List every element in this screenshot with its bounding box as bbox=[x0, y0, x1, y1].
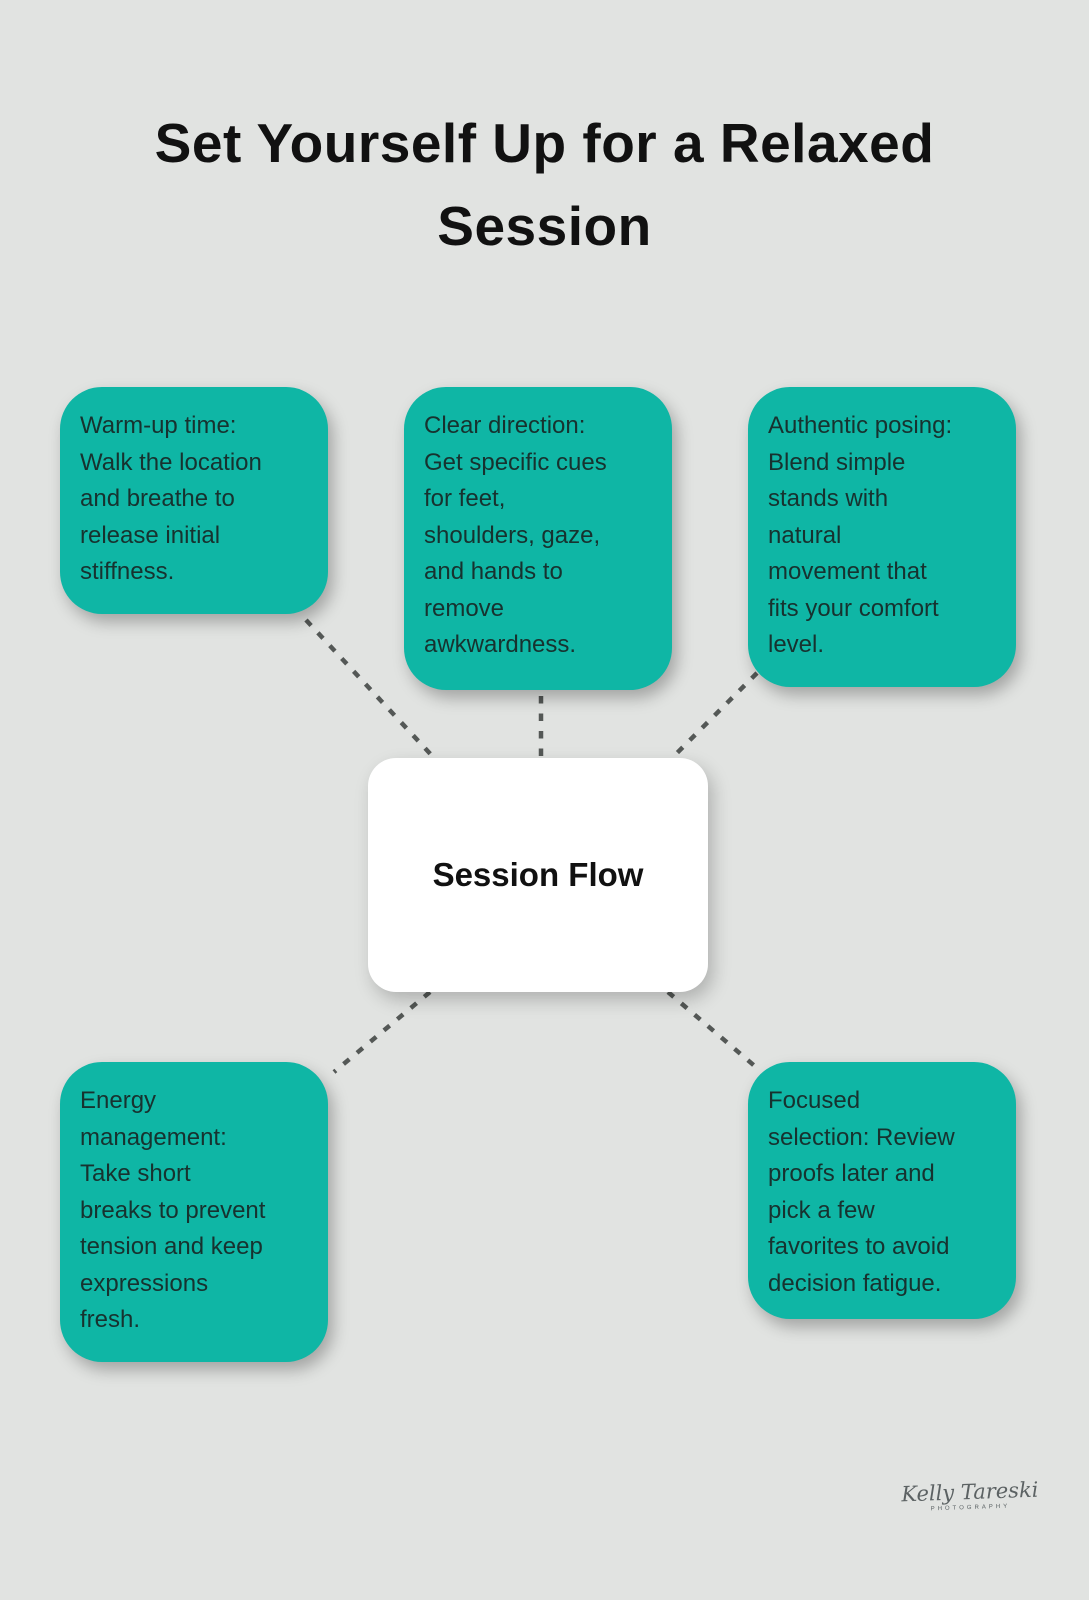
connector-center-to-selection bbox=[666, 990, 759, 1070]
center-node-label: Session Flow bbox=[432, 856, 644, 893]
connector-posing-to-center bbox=[668, 671, 759, 762]
connector-warmup-to-center bbox=[304, 618, 438, 762]
node-authentic-posing-text: Authentic posing: Blend simple stands wi… bbox=[768, 412, 953, 658]
node-clear-direction-text: Clear direction: Get specific cues for f… bbox=[424, 412, 607, 658]
page-title: Set Yourself Up for a Relaxed Session bbox=[154, 112, 935, 257]
photographer-signature: Kelly Tareski PHOTOGRAPHY bbox=[880, 1477, 1061, 1514]
node-warm-up-time-text: Warm-up time: Walk the location and brea… bbox=[80, 412, 262, 585]
node-warm-up-time: Warm-up time: Walk the location and brea… bbox=[60, 387, 328, 614]
node-focused-selection: Focused selection: Review proofs later a… bbox=[748, 1062, 1016, 1319]
center-node-session-flow: Session Flow bbox=[368, 758, 708, 992]
node-energy-management-text: Energy management: Take short breaks to … bbox=[80, 1087, 266, 1333]
node-authentic-posing: Authentic posing: Blend simple stands wi… bbox=[748, 387, 1016, 687]
connector-center-to-energy bbox=[332, 990, 432, 1074]
node-energy-management: Energy management: Take short breaks to … bbox=[60, 1062, 328, 1362]
node-focused-selection-text: Focused selection: Review proofs later a… bbox=[768, 1087, 955, 1297]
node-clear-direction: Clear direction: Get specific cues for f… bbox=[404, 387, 672, 690]
